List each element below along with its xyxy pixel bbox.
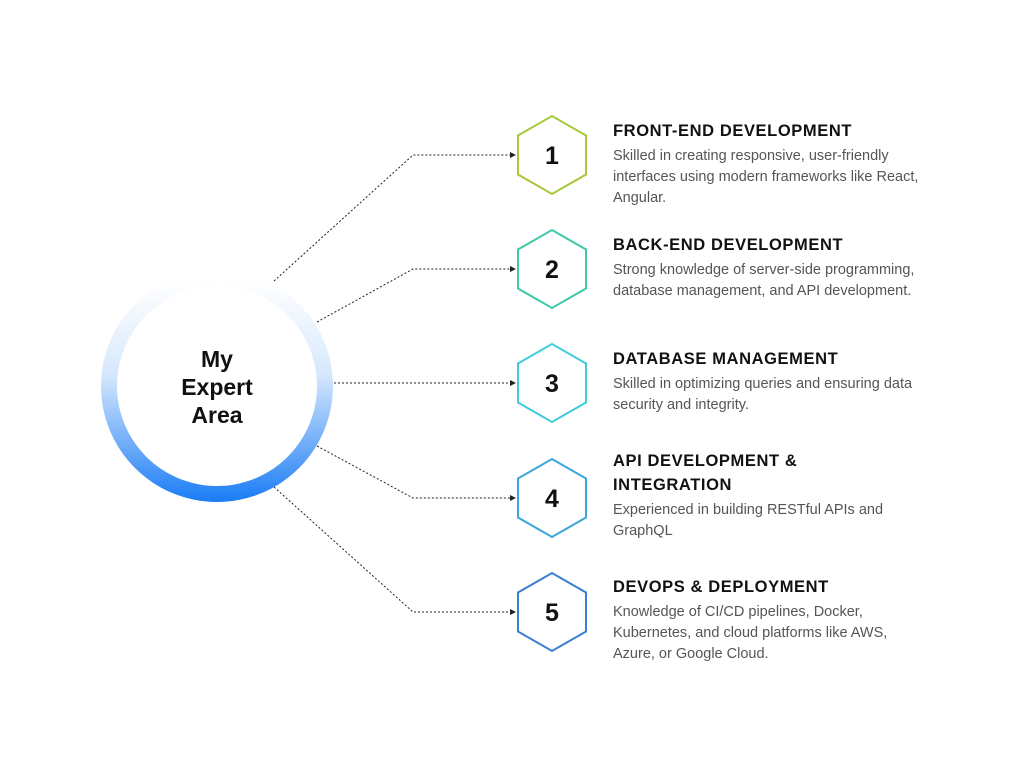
item-description: Strong knowledge of server-side programm… <box>613 262 915 299</box>
item-title: BACK-END DEVELOPMENT <box>613 236 844 254</box>
item-description: Skilled in optimizing queries and ensuri… <box>613 376 913 413</box>
hexagon-number-4: 4 <box>545 485 559 513</box>
item-title: FRONT-END DEVELOPMENT <box>613 122 853 140</box>
hexagon-number-2: 2 <box>545 256 559 284</box>
center-title-line-2: Expert <box>181 374 253 400</box>
center-title: My Expert Area <box>150 345 284 429</box>
hexagon-5 <box>517 571 587 653</box>
item-description: Skilled in creating responsive, user-fri… <box>613 148 919 206</box>
item-front-end: FRONT-END DEVELOPMENT Skilled in creatin… <box>613 119 923 209</box>
hexagons: 1 2 3 4 5 <box>517 114 587 653</box>
item-title: API DEVELOPMENT & INTEGRATION <box>613 452 798 494</box>
item-title: DATABASE MANAGEMENT <box>613 350 839 368</box>
hexagon-3 <box>517 342 587 424</box>
item-api: API DEVELOPMENT & INTEGRATION Experience… <box>613 449 883 542</box>
connector-2 <box>316 266 516 323</box>
hexagon-1 <box>517 114 587 196</box>
center-disc <box>117 286 317 486</box>
item-description: Knowledge of CI/CD pipelines, Docker, Ku… <box>613 604 888 662</box>
hexagon-2 <box>517 228 587 310</box>
item-back-end: BACK-END DEVELOPMENT Strong knowledge of… <box>613 233 923 302</box>
hexagon-4 <box>517 457 587 539</box>
connector-1 <box>273 152 516 282</box>
item-description: Experienced in building RESTful APIs and… <box>613 502 884 539</box>
connector-4 <box>316 445 516 501</box>
hexagon-number-3: 3 <box>545 370 559 398</box>
hexagon-number-5: 5 <box>545 599 559 627</box>
item-devops: DEVOPS & DEPLOYMENT Knowledge of CI/CD p… <box>613 575 923 665</box>
connectors <box>273 152 516 615</box>
item-title: DEVOPS & DEPLOYMENT <box>613 578 829 596</box>
item-database: DATABASE MANAGEMENT Skilled in optimizin… <box>613 347 923 416</box>
center-title-line-3: Area <box>191 402 243 428</box>
hexagon-number-1: 1 <box>545 142 559 170</box>
center-title-line-1: My <box>201 346 233 372</box>
connector-5 <box>273 486 516 615</box>
